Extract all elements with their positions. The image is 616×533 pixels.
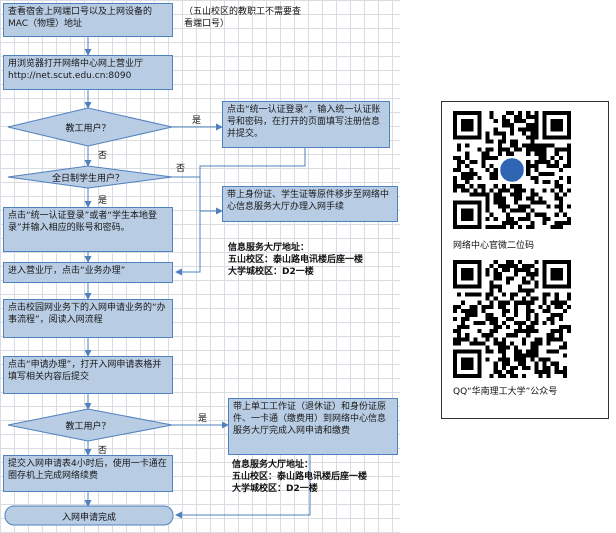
step-check-port-mac: 查看宿舍上网端口号以及上网设备的MAC（物理）地址: [3, 3, 173, 37]
wechat-qr-code: [453, 111, 571, 229]
step-go-service-hall: 带上身份证、学生证等原件移步至网络中心信息服务大厅办理入网手续: [222, 186, 398, 222]
edge-label-yes-1: 是: [192, 116, 202, 126]
wechat-qr-caption: 网络中心官微二位码: [453, 241, 535, 251]
step-read-process: 点击校园网业务下的入网申请业务的“办事流程”，阅读入网流程: [3, 299, 173, 338]
decision-teacher-1: [7, 107, 173, 147]
step-apply-fill-form: 点击“申请办理”，打开入网申请表格并填写相关内容后提交: [3, 356, 173, 394]
edge-label-no-1: 否: [98, 151, 108, 161]
qq-qr-caption: QQ“华南理工大学”公众号: [453, 387, 558, 397]
qr-code-panel: 网络中心官微二位码 QQ“华南理工大学”公众号: [441, 101, 609, 419]
decision-fulltime-student: [7, 165, 173, 189]
step-enter-hall-business: 进入营业厅，点击“业务办理”: [3, 262, 173, 283]
edge-label-no-2: 否: [176, 164, 186, 174]
decision-fulltime-student-label: 全日制学生用户？: [51, 174, 124, 184]
service-hall-address-1: 信息服务大厅地址： 五山校区：泰山路电讯楼后座一楼 大学城校区：D2一楼: [228, 243, 364, 277]
edge-label-yes-3: 是: [198, 414, 208, 424]
end-terminator-label: 入网申请完成: [61, 513, 116, 523]
step-staff-payment: 带上单工工作证（退休证）和身份证原件、一卡通（缴费用）到网络中心信息服务大厅完成…: [228, 398, 398, 455]
decision-teacher-1-label: 教工用户？: [65, 124, 111, 134]
step-open-hall: 用浏览器打开网络中心网上营业厅 http://net.scut.edu.cn:8…: [3, 55, 173, 90]
note-wushan-staff: （五山校区的教职工不需要查看端口号）: [184, 7, 302, 29]
step-login-local: 点击“统一认证登录”或者“学生本地登录”并输入相应的账号和密码。: [3, 207, 173, 252]
service-hall-address-2: 信息服务大厅地址： 五山校区：泰山路电讯楼后座一楼 大学城校区：D2一楼: [232, 460, 368, 494]
end-terminator: [4, 505, 174, 526]
edge-label-no-3: 否: [98, 446, 108, 456]
qq-qr-code: [453, 260, 571, 378]
decision-teacher-2-label: 教工用户？: [65, 422, 111, 432]
step-card-renewal: 提交入网申请表4小时后，使用一卡通在圈存机上完成网络续费: [3, 455, 173, 492]
step-unified-login-register: 点击“统一认证登录”，输入统一认证账号和密码，在打开的页面填写注册信息并提交。: [222, 101, 390, 148]
edge-label-yes-2: 是: [98, 196, 108, 206]
decision-teacher-2: [7, 408, 173, 442]
